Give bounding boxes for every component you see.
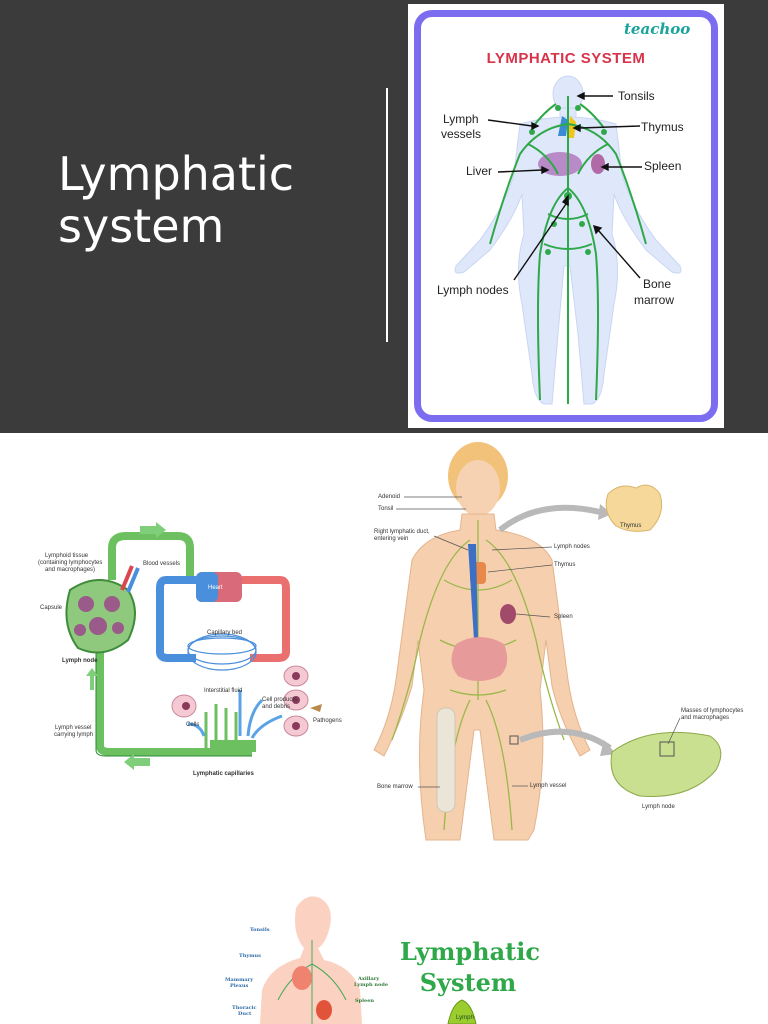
- title-slide: Lymphatic system teachoo LYMPHATIC SYSTE…: [0, 0, 768, 433]
- poster-label-axillary-2: Lymph node: [354, 982, 389, 988]
- slide-title-line1: Lymphatic: [58, 147, 295, 201]
- label-lymph-vessels-2: vessels: [441, 127, 482, 141]
- lymph-flow-arrows: [86, 522, 166, 770]
- label-cell-products-1: Cell products: [262, 697, 298, 703]
- label-lymphoid-tissue-3: and macrophages): [45, 567, 96, 573]
- body-lymph-vessels: [391, 520, 565, 831]
- pathogen-shape: [310, 704, 322, 712]
- label-bone-marrow-2: marrow: [634, 293, 675, 307]
- teachoo-logo: teachoo: [624, 20, 691, 38]
- label-adenoid: Adenoid: [378, 494, 401, 500]
- label-cells: Cells: [186, 722, 200, 728]
- label-interstitial-fluid: Interstitial fluid: [204, 688, 243, 694]
- body-spleen-shape: [500, 604, 516, 624]
- body-silhouette-figure: [454, 75, 682, 405]
- capillary-bed-shape: [187, 633, 257, 671]
- label-body-lymph-nodes: Lymph nodes: [554, 544, 590, 550]
- label-bone-marrow: Bone marrow: [377, 784, 413, 790]
- thymus-callout-arrow: [498, 504, 601, 533]
- label-lymphatic-capillaries: Lymphatic capillaries: [193, 771, 254, 777]
- label-masses-2: and macrophages: [681, 715, 730, 721]
- poster-badge-label: Lymph: [456, 1015, 474, 1021]
- label-body-spleen: Spleen: [554, 614, 573, 620]
- lymph-node-zoom-shape: [610, 731, 722, 797]
- poster-label-axillary-1: Axillary: [358, 976, 380, 982]
- poster-body-silhouette: [260, 896, 362, 1024]
- label-lymphoid-tissue-1: Lymphoid tissue: [45, 553, 89, 559]
- bone-shape: [436, 707, 456, 813]
- poster-label-mammary-2: Plexus: [230, 983, 249, 989]
- label-lymph-vessel-1: Lymph vessel: [55, 725, 92, 731]
- vertical-divider: [386, 88, 388, 342]
- lymph-vessel-loop: [96, 532, 256, 756]
- lymph-node-shape: [65, 579, 136, 654]
- spleen-shape: [591, 154, 605, 174]
- node-callout-arrow: [518, 728, 612, 751]
- cell-shapes: [171, 665, 309, 737]
- label-lymph-vessels-1: Lymph: [443, 112, 479, 126]
- label-heart: Heart: [208, 585, 223, 591]
- label-bone-marrow-1: Bone: [643, 277, 672, 291]
- label-lymphoid-tissue-2: (containing lymphocytes: [38, 560, 103, 566]
- card-title: LYMPHATIC SYSTEM: [486, 50, 646, 67]
- label-lymph-node: Lymph node: [62, 658, 98, 664]
- poster-label-thymus: Thymus: [239, 953, 262, 959]
- blood-vessel-loop: [156, 576, 290, 662]
- label-right-duct-1: Right lymphatic duct,: [374, 529, 430, 535]
- label-thymus: Thymus: [641, 120, 684, 134]
- poster-spleen-shape: [316, 1000, 332, 1020]
- thymus-shape: [568, 116, 576, 138]
- label-liver: Liver: [466, 164, 493, 178]
- lymphatic-capillaries-shape: [204, 704, 238, 748]
- label-masses-1: Masses of lymphocytes: [681, 708, 744, 714]
- label-blood-vessels: Blood vessels: [143, 561, 181, 567]
- poster-label-thoracic-2: Duct: [238, 1011, 252, 1017]
- label-lymph-nodes: Lymph nodes: [437, 283, 509, 297]
- label-capsule: Capsule: [40, 605, 63, 611]
- label-lymph-vessel-2: carrying lymph: [54, 732, 94, 738]
- slide-title: Lymphatic system: [58, 148, 294, 252]
- label-cell-products-2: and debris: [262, 704, 291, 710]
- label-right-duct-2: entering vein: [374, 536, 409, 542]
- label-pathogens: Pathogens: [313, 718, 342, 724]
- poster-label-tonsils: Tonsils: [250, 927, 270, 933]
- label-tonsils: Tonsils: [618, 89, 655, 103]
- label-spleen: Spleen: [644, 159, 682, 173]
- teachoo-lymphatic-card: teachoo LYMPHATIC SYSTEM: [408, 4, 724, 428]
- label-body-thymus: Thymus: [554, 562, 576, 568]
- poster-label-mammary-1: Mammary: [225, 977, 254, 983]
- intestine-shape: [451, 637, 508, 681]
- poster-title: Lymphatic System: [400, 936, 540, 998]
- label-arrows: [487, 91, 642, 281]
- lymph-vessel-network: [489, 96, 647, 404]
- poster-title-line2: System: [419, 968, 517, 997]
- interstitial-flow-arrows: [187, 690, 283, 739]
- label-zoom-lymph-node: Lymph node: [642, 804, 675, 810]
- label-tonsil: Tonsil: [378, 506, 394, 512]
- poster-label-spleen: Spleen: [355, 998, 375, 1004]
- label-lymph-vessel: Lymph vessel: [530, 783, 567, 789]
- slide-title-line2: system: [58, 199, 225, 253]
- label-capillary-bed: Capillary bed: [207, 630, 243, 636]
- poster-label-thoracic-1: Thoracic: [232, 1005, 257, 1011]
- label-thymus-zoom: Thymus: [620, 523, 642, 529]
- poster-title-line1: Lymphatic: [400, 937, 540, 966]
- thymus-zoom-shape: [605, 484, 663, 532]
- poster-badge: [447, 999, 477, 1024]
